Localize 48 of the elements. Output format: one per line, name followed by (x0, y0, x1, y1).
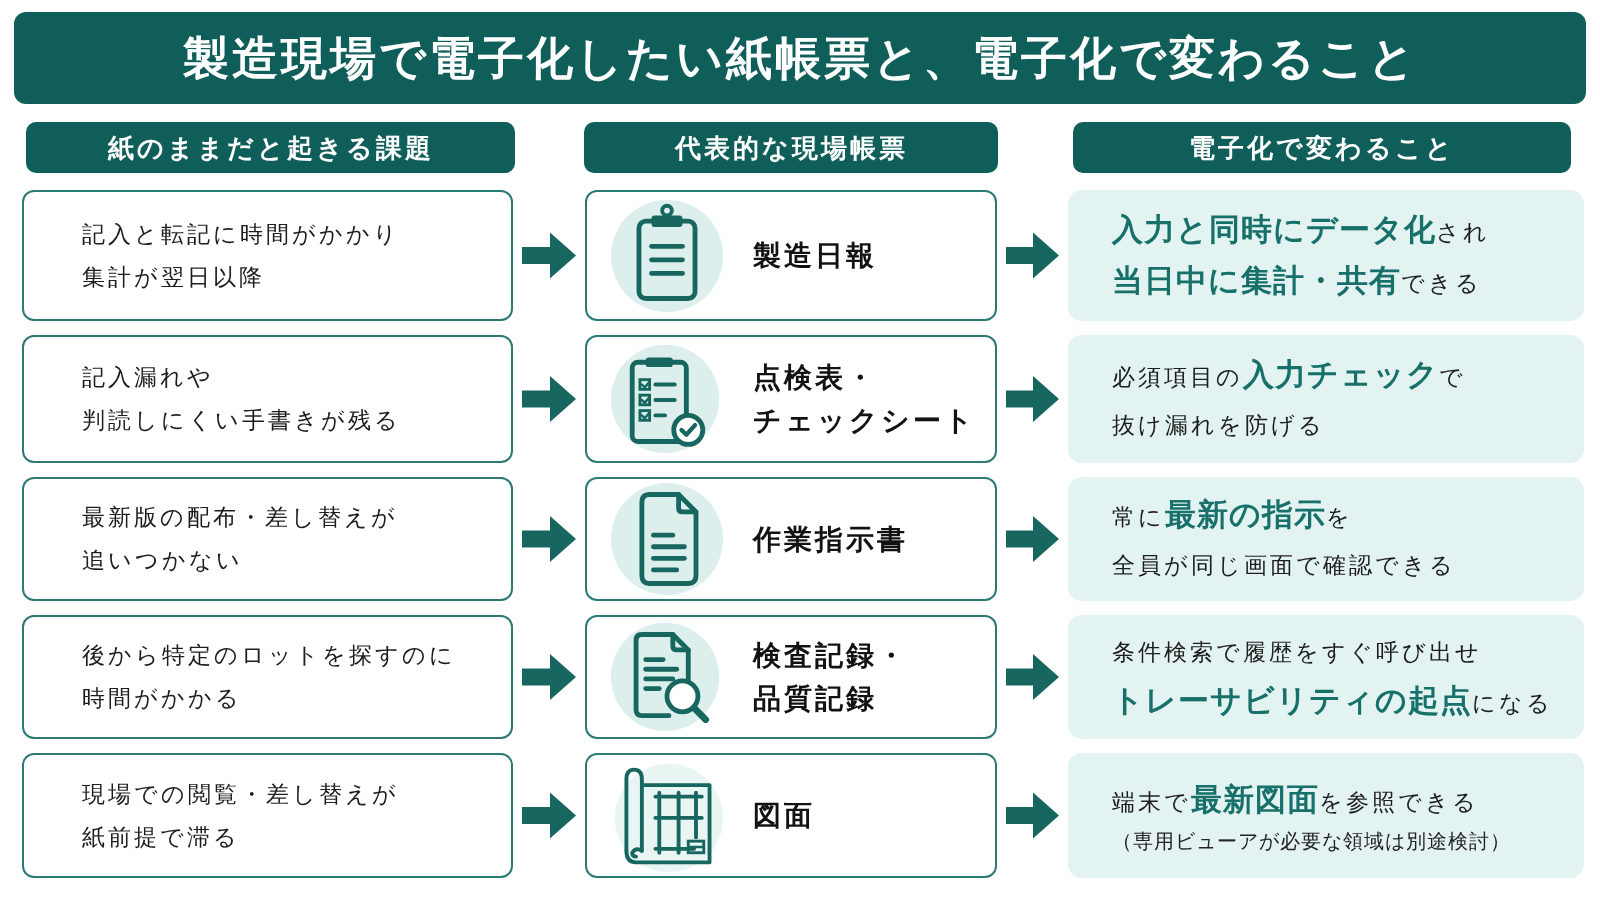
benefit-text: 条件検索で履歴をすぐ呼び出せトレーサビリティの起点になる (1112, 637, 1553, 720)
header-text: 紙のままだと起きる課題 (107, 131, 434, 165)
benefit-card (1068, 615, 1584, 739)
benefit-card (1068, 190, 1584, 321)
problem-card (22, 615, 513, 739)
benefit-card (1068, 753, 1584, 878)
arrow (1006, 232, 1059, 279)
problem-card (22, 477, 513, 601)
benefit-text: 端末で最新図面を参照できる (1112, 780, 1480, 819)
problem-card (22, 190, 513, 321)
problem-text: 現場での閲覧・差し替えが紙前提で滞る (82, 779, 399, 852)
form-name: 点検表・チェックシート (753, 360, 976, 439)
form-name: 検査記録・品質記録 (753, 638, 908, 717)
arrow (1006, 516, 1059, 562)
arrow (522, 376, 576, 422)
benefit-text: 入力と同時にデータ化され当日中に集計・共有できる (1112, 209, 1490, 300)
header-text: 代表的な現場帳票 (674, 131, 908, 165)
problem-text: 記入と転記に時間がかかり集計が翌日以降 (82, 219, 400, 292)
form-card (585, 477, 997, 601)
title-text: 製造現場で電子化したい紙帳票と、電子化で変わること (182, 30, 1418, 86)
form-card (585, 190, 997, 321)
arrow (522, 792, 576, 839)
form-card (585, 335, 997, 463)
form-card (585, 615, 997, 739)
column-header (26, 122, 515, 173)
benefit-card (1068, 335, 1584, 463)
column-header (584, 122, 998, 173)
arrow (522, 654, 576, 700)
problem-text: 後から特定のロットを探すのに時間がかかる (82, 641, 456, 713)
problem-text: 記入漏れや判読しにくい手書きが残る (82, 363, 401, 435)
benefit-text: 常に最新の指示を全員が同じ画面で確認できる (1112, 494, 1456, 580)
form-name: 図面 (753, 798, 815, 834)
form-card (585, 753, 997, 878)
header-text: 電子化で変わること (1189, 131, 1455, 165)
benefit-text: 必須項目の入力チェックで抜け漏れを防げる (1112, 354, 1466, 440)
arrow (522, 232, 576, 279)
arrow (1006, 376, 1059, 422)
column-header (1073, 122, 1571, 173)
arrow (1006, 792, 1059, 839)
form-name: 製造日報 (753, 238, 877, 274)
form-name: 作業指示書 (753, 521, 908, 558)
problem-card (22, 335, 513, 463)
problem-card (22, 753, 513, 878)
problem-text: 最新版の配布・差し替えが追いつかない (82, 503, 398, 575)
arrow (522, 516, 576, 562)
arrow (1006, 654, 1059, 700)
benefit-card (1068, 477, 1584, 601)
note-text: （専用ビューアが必要な領域は別途検討） (1112, 828, 1511, 855)
